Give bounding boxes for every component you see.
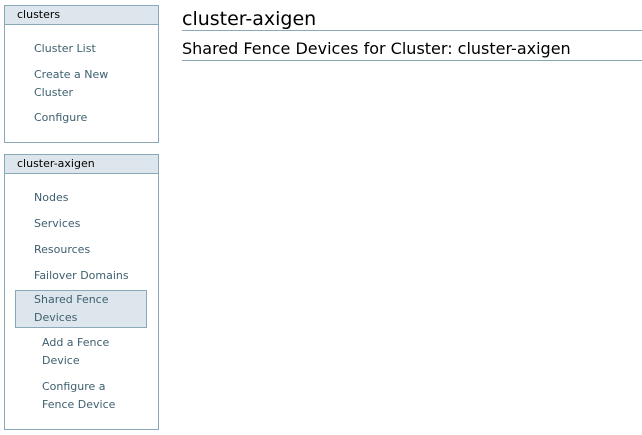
configure-fence-device-link[interactable]: Configure a Fence Device <box>42 380 116 411</box>
configure-link[interactable]: Configure <box>34 111 88 124</box>
panel-title: clusters <box>5 6 158 25</box>
services-link[interactable]: Services <box>34 217 81 230</box>
page-title: cluster-axigen <box>182 8 642 31</box>
failover-domains-link[interactable]: Failover Domains <box>34 269 129 282</box>
resources-link[interactable]: Resources <box>34 243 91 256</box>
nodes-link[interactable]: Nodes <box>34 191 69 204</box>
add-fence-device-link[interactable]: Add a Fence Device <box>42 336 110 367</box>
panel-title: cluster-axigen <box>5 155 158 174</box>
clusters-panel: clusters Cluster List Create a New Clust… <box>4 5 159 143</box>
create-cluster-link[interactable]: Create a New Cluster <box>34 68 109 99</box>
cluster-list-link[interactable]: Cluster List <box>34 42 96 55</box>
shared-fence-devices-link[interactable]: Shared Fence Devices <box>15 290 147 328</box>
page-subtitle: Shared Fence Devices for Cluster: cluste… <box>182 38 642 61</box>
cluster-axigen-panel: cluster-axigen Nodes Services Resources … <box>4 154 159 430</box>
